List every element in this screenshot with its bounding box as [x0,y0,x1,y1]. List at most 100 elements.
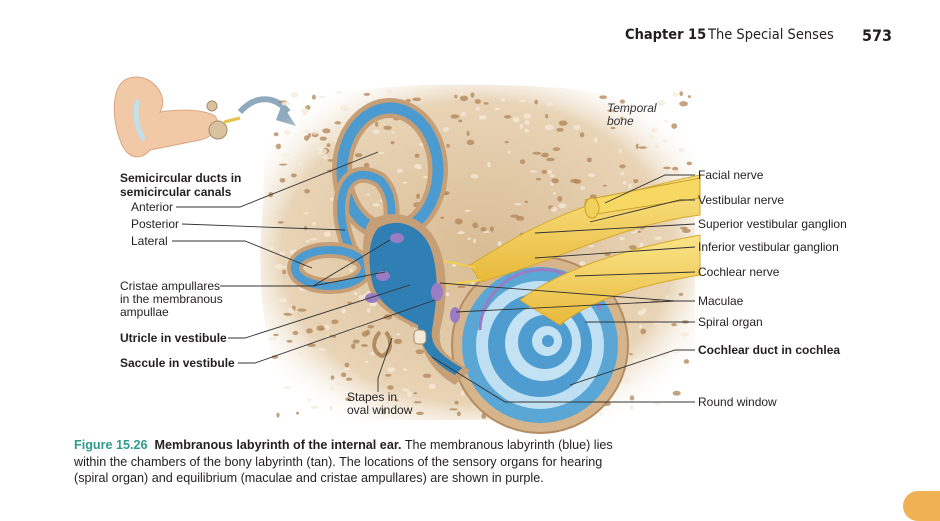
bone-pore [283,386,293,389]
bone-pore [311,221,317,226]
bone-pore [679,226,688,230]
bone-pore [629,404,634,410]
label-saccule: Saccule in vestibule [120,356,235,370]
bone-pore [302,212,310,215]
bone-pore [303,135,310,141]
bone-pore [459,95,469,102]
bone-pore [391,130,395,134]
bone-pore [297,308,307,312]
bone-pore [637,310,645,316]
bone-pore [290,173,297,178]
label-anterior: Anterior [131,200,174,214]
bone-pore [292,330,299,336]
bone-pore [307,398,312,402]
bone-pore [672,390,681,396]
bone-pore [519,159,526,164]
bone-pore [618,148,623,154]
bone-pore [653,320,662,326]
bone-pore [278,163,288,166]
bone-pore [283,130,291,135]
bone-pore [475,106,480,111]
bone-pore [599,95,607,99]
bone-pore [638,324,643,329]
bone-pore [670,170,680,176]
bone-pore [633,178,639,184]
bone-pore [524,128,529,133]
bone-pore [377,151,385,154]
bone-pore [460,112,467,117]
bone-pore [659,337,666,343]
bone-pore [593,137,598,143]
bone-pore [529,170,538,173]
bone-pore [457,285,466,289]
bone-pore [282,269,287,275]
bone-pore [390,141,395,145]
bone-pore [372,202,380,207]
bone-pore [322,128,331,134]
bone-pore [318,95,327,98]
bone-pore [687,95,691,99]
bone-pore [638,146,647,149]
bone-pore [456,411,461,417]
bone-pore [358,295,364,301]
bone-pore [587,173,596,178]
bone-pore [440,216,445,219]
bone-pore [518,99,526,103]
bone-pore [381,402,388,406]
bone-pore [607,109,615,112]
label-cochlear-nerve: Cochlear nerve [698,265,780,279]
bone-pore [494,107,500,111]
bone-pore [307,132,312,138]
bone-pore [304,188,310,194]
floating-action-button[interactable] [903,491,940,521]
chapter-title: The Special Senses [708,27,834,43]
bone-pore [672,166,679,171]
bone-pore [552,192,557,195]
bone-pore [341,372,347,378]
bone-pore [286,339,293,343]
stapes [372,330,393,359]
bone-pore [532,151,542,155]
bone-pore [619,99,626,104]
bone-pore [630,231,637,234]
bone-pore [450,114,460,119]
bone-pore [500,98,506,102]
bone-pore [671,323,677,327]
bone-pore [466,130,470,136]
bone-pore [524,200,528,204]
bone-pore [309,238,318,241]
bone-pore [361,331,369,337]
bone-pore [471,281,475,285]
bone-pore [464,209,471,212]
figure-caption-text: The membranous labyrinth (blue) lies wit… [74,438,613,485]
bone-pore [672,92,679,97]
bone-pore [602,184,607,187]
label-utricle: Utricle in vestibule [120,331,227,345]
label-vestibular-nerve: Vestibular nerve [698,193,785,207]
bone-pore [683,359,690,364]
bone-pore [281,265,288,268]
label-stapes-1: Stapes in [347,390,398,404]
chapter-number: Chapter 15 [625,27,707,43]
label-lateral: Lateral [131,234,168,248]
bone-pore [558,120,568,126]
bone-pore [387,385,394,390]
label-cochlear-duct: Cochlear duct in cochlea [698,343,841,357]
bone-pore [363,92,371,96]
bone-pore [487,161,491,168]
bone-pore [507,150,511,154]
bone-pore [679,91,683,96]
label-semicircular-heading-1: Semicircular ducts in [120,171,242,185]
bone-pore [311,94,316,100]
bone-pore [629,353,633,356]
bone-pore [662,166,671,170]
bone-pore [275,143,282,150]
bone-pore [504,141,509,144]
nerves [419,174,701,326]
bone-pore [556,127,564,132]
bone-pore [650,127,659,133]
bone-pore [512,116,520,123]
bone-pore [274,263,283,270]
bone-pore [344,362,350,368]
bone-pore [422,373,432,378]
